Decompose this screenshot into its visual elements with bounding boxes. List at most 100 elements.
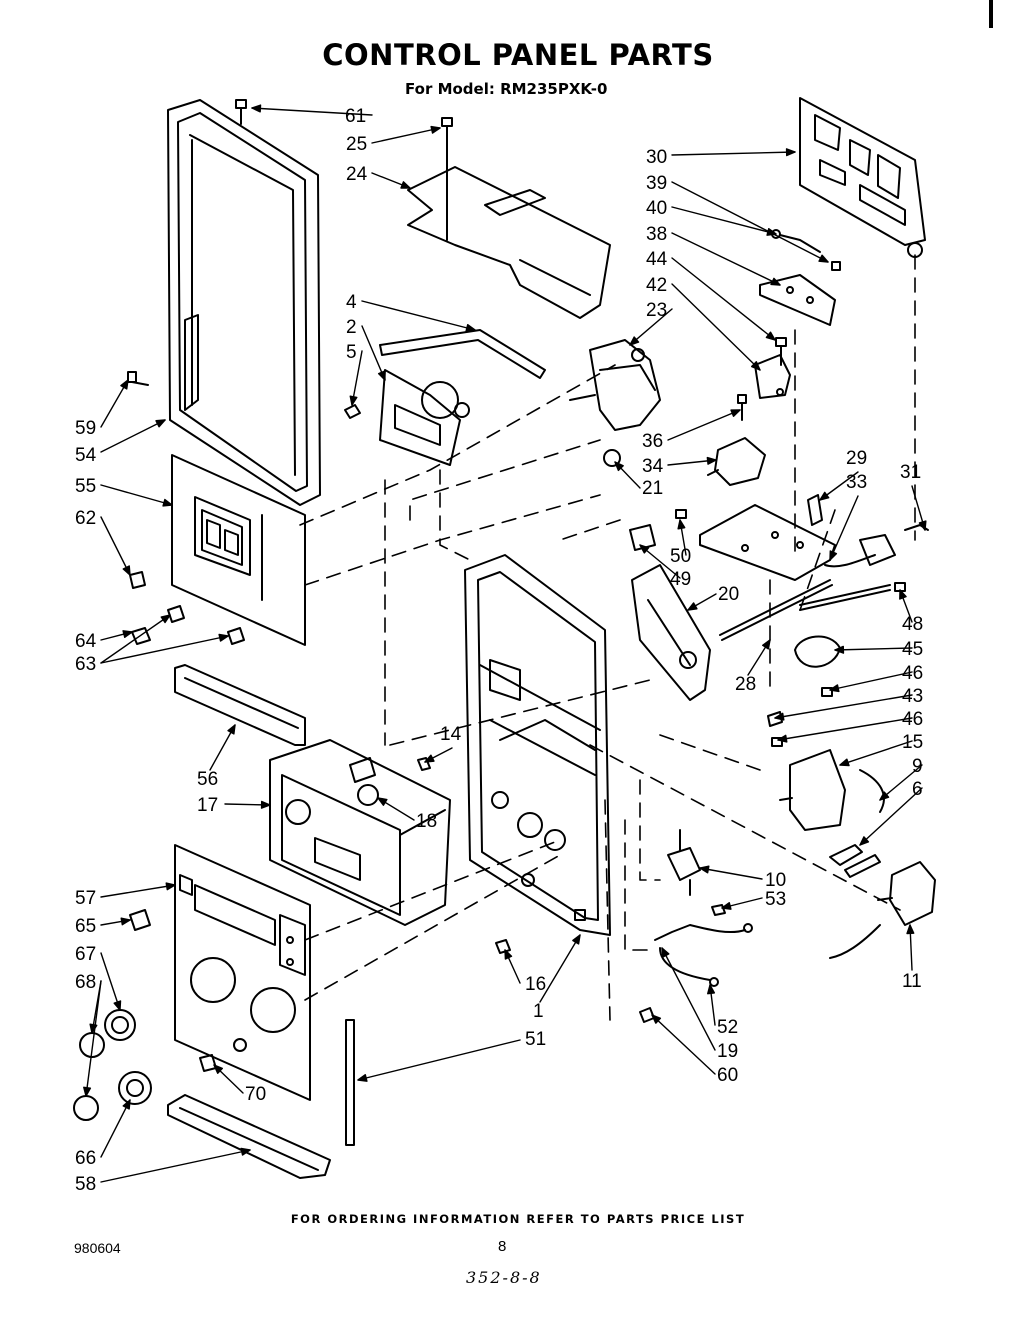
callout-50: 50 <box>670 546 691 567</box>
leader-arrowhead <box>819 491 830 501</box>
callout-29: 29 <box>846 448 867 469</box>
callout-56: 56 <box>197 769 218 790</box>
callout-68: 68 <box>75 972 96 993</box>
leader-arrowhead <box>260 800 271 809</box>
callout-44: 44 <box>646 249 668 270</box>
leader-arrowhead <box>706 456 717 465</box>
callout-31: 31 <box>900 462 921 483</box>
leader-arrowhead <box>785 148 796 157</box>
leader-line <box>834 647 913 651</box>
callout-54: 54 <box>75 445 97 466</box>
callout-39: 39 <box>646 173 667 194</box>
leader-line <box>671 232 781 286</box>
page-number: 8 <box>498 1238 507 1255</box>
front-control-panel <box>174 844 311 1101</box>
leader-arrowhead <box>165 882 176 891</box>
leader-arrowhead <box>750 361 761 371</box>
callout-25: 25 <box>346 134 367 155</box>
leader-line <box>100 635 229 664</box>
electronic-control-module <box>269 739 451 926</box>
callout-34: 34 <box>642 456 664 477</box>
callout-70: 70 <box>245 1084 266 1105</box>
callout-63: 63 <box>75 654 96 675</box>
leader-arrowhead <box>120 917 131 926</box>
leader-arrowhead <box>357 1074 368 1082</box>
leader-arrowhead <box>122 630 133 639</box>
leader-arrowhead <box>707 984 716 995</box>
leader-arrowhead <box>687 602 698 611</box>
callout-58: 58 <box>75 1174 96 1195</box>
leader-line <box>699 867 763 880</box>
leader-line <box>629 308 673 346</box>
leader-arrowhead <box>240 1147 251 1156</box>
callout-23: 23 <box>646 300 667 321</box>
callout-18: 18 <box>416 811 437 832</box>
trim-strip-56 <box>174 664 306 746</box>
leader-arrowhead <box>774 712 785 721</box>
leader-line <box>859 787 923 846</box>
switch-parts <box>603 394 766 486</box>
callout-46a: 46 <box>902 663 923 684</box>
leader-arrowhead <box>629 336 640 346</box>
leader-arrowhead <box>829 550 838 561</box>
callout-labels: 61 25 24 30 39 40 38 44 42 23 4 2 5 59 5… <box>75 106 923 1195</box>
callout-38: 38 <box>646 224 667 245</box>
leader-arrowhead <box>721 902 732 910</box>
callout-55: 55 <box>75 476 96 497</box>
leader-arrowhead <box>227 724 236 735</box>
callout-15: 15 <box>902 732 923 753</box>
main-chassis-frame <box>464 554 611 936</box>
callout-16: 16 <box>525 974 546 995</box>
panel-fasteners <box>129 571 245 645</box>
callout-4: 4 <box>346 292 357 313</box>
callout-17: 17 <box>197 795 218 816</box>
callout-14: 14 <box>440 724 462 745</box>
callout-48: 48 <box>902 614 923 635</box>
leader-arrowhead <box>251 104 262 113</box>
motor-part <box>569 339 661 431</box>
callout-2: 2 <box>346 317 357 338</box>
thermistor-and-bracket-parts <box>759 229 841 366</box>
leader-arrowhead <box>730 409 741 417</box>
document-number: 980604 <box>74 1240 121 1256</box>
leader-line <box>829 495 859 561</box>
leader-arrowhead <box>614 461 624 472</box>
callout-33: 33 <box>846 472 867 493</box>
rod-and-screw-parts <box>719 579 906 641</box>
leader-arrowhead <box>777 734 788 743</box>
callout-62: 62 <box>75 508 96 529</box>
callout-51: 51 <box>525 1029 546 1050</box>
callout-36: 36 <box>642 431 663 452</box>
leader-arrowhead <box>899 589 907 600</box>
handwritten-code: 352-8-8 <box>466 1268 542 1287</box>
leader-arrowhead <box>918 520 927 531</box>
screw-59 <box>127 371 149 386</box>
leader-arrowhead <box>377 370 386 381</box>
wire-harness-parts <box>639 923 753 1023</box>
leader-arrowhead <box>766 227 777 236</box>
control-board-part <box>799 97 926 258</box>
leader-arrowhead <box>818 254 829 263</box>
leader-arrowhead <box>677 519 686 530</box>
damper-parts <box>767 635 841 747</box>
assembly-guide-lines <box>299 254 916 1021</box>
leader-line <box>839 740 913 766</box>
leader-line <box>251 107 373 116</box>
callout-60: 60 <box>717 1065 738 1086</box>
leader-line <box>879 764 923 801</box>
leader-line <box>671 283 761 371</box>
callout-61: 61 <box>345 106 366 127</box>
leader-arrowhead <box>829 684 840 693</box>
callout-30: 30 <box>646 147 667 168</box>
callout-24: 24 <box>346 164 368 185</box>
leader-line <box>100 952 121 1011</box>
callout-11: 11 <box>902 971 922 992</box>
callout-64: 64 <box>75 631 97 652</box>
leader-line <box>671 181 829 263</box>
leader-line <box>777 717 913 741</box>
callout-43: 43 <box>902 686 923 707</box>
leader-arrowhead <box>430 125 441 134</box>
leader-arrowhead <box>213 1064 224 1074</box>
leader-line <box>100 614 171 664</box>
